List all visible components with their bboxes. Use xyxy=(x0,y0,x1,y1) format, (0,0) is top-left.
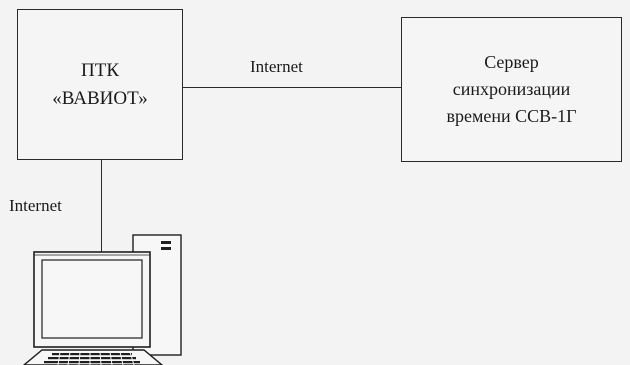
computer-keyboard xyxy=(22,349,164,365)
computer-monitor xyxy=(33,251,151,348)
server-node-line-1: Сервер xyxy=(484,52,539,72)
desktop-computer-icon xyxy=(22,234,182,365)
ptk-node-line-2: «ВАВИОТ» xyxy=(52,87,148,109)
ptk-computer-connector xyxy=(101,160,102,255)
ptk-server-connector xyxy=(183,87,401,88)
ptk-server-connector-label: Internet xyxy=(250,57,303,76)
ptk-computer-connector-label: Internet xyxy=(9,196,62,215)
server-node-line-3: времени ССВ-1Г xyxy=(446,106,577,126)
server-node-line-2: синхронизации xyxy=(452,79,571,99)
ptk-vaviot-node: ПТК «ВАВИОТ» xyxy=(17,9,183,160)
time-sync-server-node: Сервер синхронизации времени ССВ-1Г xyxy=(401,17,622,162)
ptk-node-line-1: ПТК xyxy=(81,59,119,81)
